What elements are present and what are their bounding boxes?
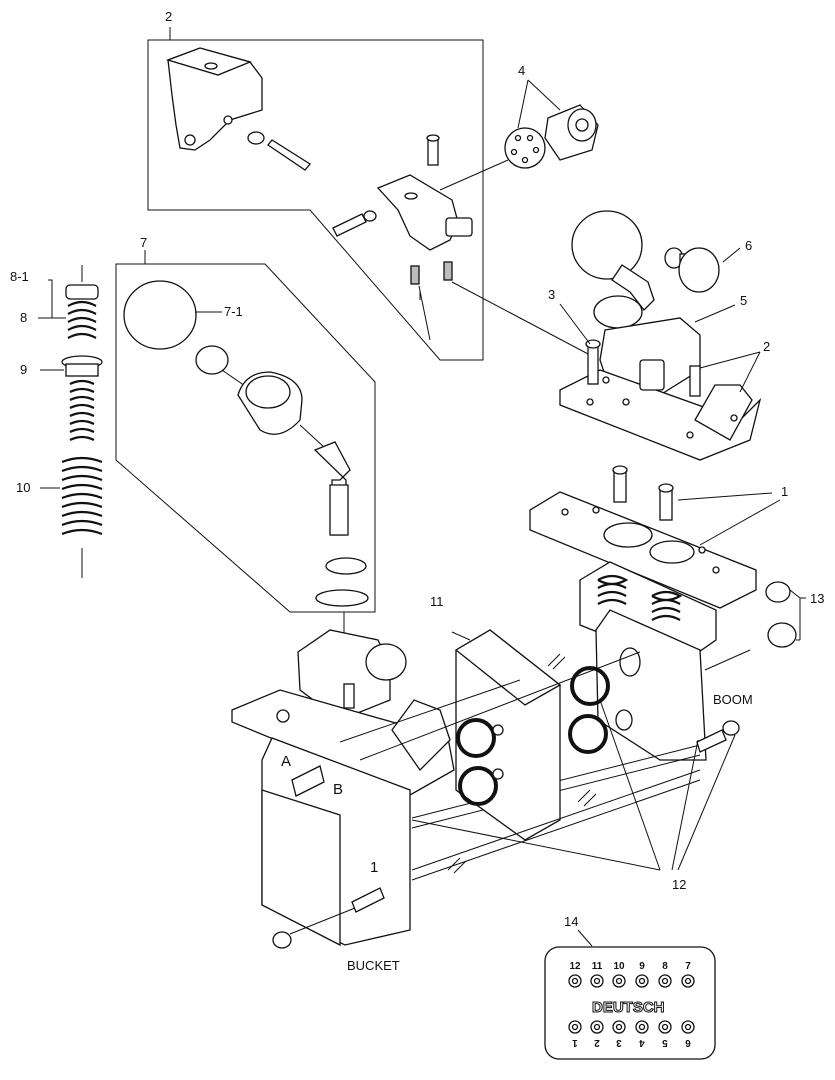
callout-4: 4	[518, 63, 525, 78]
bucket-valve-assembly	[231, 629, 736, 949]
top-pin-contact	[661, 977, 669, 985]
group-7-handle	[115, 250, 376, 638]
spring-stack	[38, 265, 103, 578]
top-pin-number: 12	[569, 961, 581, 972]
callout-1: 1	[781, 484, 788, 499]
bottom-pin-number: 5	[662, 1037, 668, 1048]
group-2-assembly	[147, 27, 591, 361]
section-1-label: 1	[370, 859, 378, 876]
callout-9: 9	[20, 362, 27, 377]
callout-12: 12	[672, 877, 686, 892]
callout-7-1: 7-1	[224, 304, 243, 319]
bottom-pin-contact	[661, 1023, 669, 1031]
bottom-pin-number: 2	[594, 1037, 600, 1048]
callout-13: 13	[810, 591, 824, 606]
callout-10: 10	[16, 480, 30, 495]
connector-bottom-pins: 1 2 3 4 5 6	[568, 1020, 695, 1048]
bottom-pin-contact	[615, 1023, 623, 1031]
callout-labels: 2 4 7 7-1 8-1 8 9 10 6 3 5 2 1 13 11 12 …	[10, 9, 824, 973]
callout-2-top: 2	[165, 9, 172, 24]
bottom-pin-contact	[571, 1023, 579, 1031]
group-4-cam	[439, 79, 599, 191]
bucket-label: BUCKET	[347, 958, 400, 973]
callout-11: 11	[430, 594, 444, 609]
callout-3: 3	[548, 287, 555, 302]
bottom-pin-number: 1	[572, 1037, 578, 1048]
bottom-pin-number: 3	[616, 1037, 622, 1048]
callout-14: 14	[564, 914, 578, 929]
top-pin-contact	[638, 977, 646, 985]
top-pin-number: 9	[639, 961, 645, 972]
callout-6: 6	[745, 238, 752, 253]
bottom-pin-contact	[638, 1023, 646, 1031]
callout-7: 7	[140, 235, 147, 250]
top-pin-contact	[593, 977, 601, 985]
bottom-pin-contact	[593, 1023, 601, 1031]
top-pin-contact	[615, 977, 623, 985]
bottom-pin-number: 6	[685, 1037, 691, 1048]
callout-2-right: 2	[763, 339, 770, 354]
connector-top-pins: 12 11 10 9 8 7	[568, 961, 695, 988]
top-pin-number: 8	[662, 961, 668, 972]
boom-valve-assembly	[411, 465, 806, 829]
connector-brand: DEUTSCH	[592, 999, 665, 1016]
port-a-label: A	[281, 753, 291, 770]
bottom-pin-number: 4	[639, 1037, 645, 1048]
bottom-pin-contact	[684, 1023, 692, 1031]
callout-5: 5	[740, 293, 747, 308]
top-pin-number: 7	[685, 961, 691, 972]
top-pin-number: 11	[592, 961, 603, 972]
port-b-label: B	[333, 781, 343, 798]
callout-8-1: 8-1	[10, 269, 29, 284]
callout-8: 8	[20, 310, 27, 325]
top-pin-number: 10	[613, 961, 625, 972]
boom-joystick-assembly	[559, 210, 762, 461]
boom-label: BOOM	[713, 692, 753, 707]
top-pin-contact	[571, 977, 579, 985]
top-pin-contact	[684, 977, 692, 985]
